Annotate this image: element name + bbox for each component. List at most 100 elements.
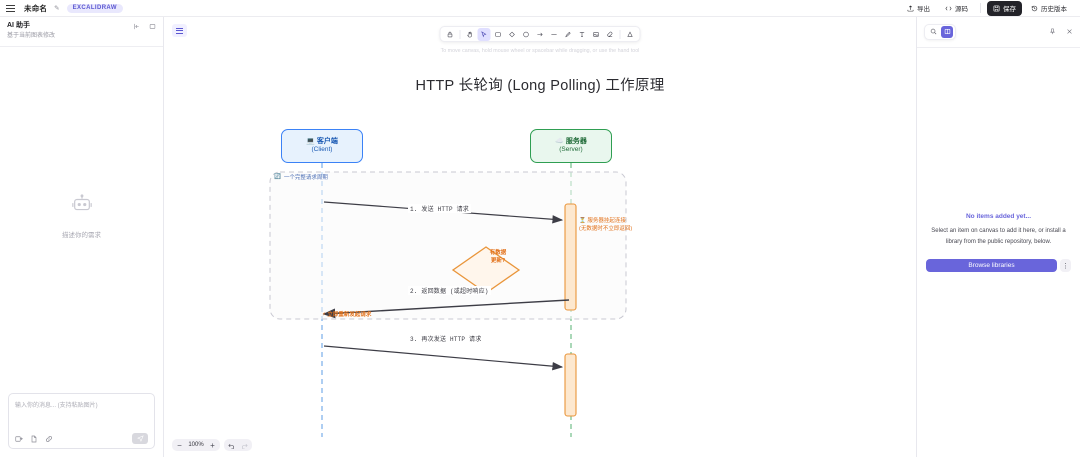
server-activation-2 bbox=[564, 353, 577, 417]
save-label: 保存 bbox=[1003, 6, 1016, 13]
library-header-toggle-group bbox=[924, 23, 956, 40]
message-label-2: 2. 返回数据 (或超时响应) bbox=[408, 286, 491, 295]
pencil-icon[interactable]: ✎ bbox=[54, 5, 60, 12]
client-name: 客户端 bbox=[316, 137, 338, 145]
file-icon[interactable] bbox=[30, 435, 38, 443]
close-icon[interactable] bbox=[1066, 28, 1073, 35]
link-icon[interactable] bbox=[45, 435, 53, 443]
export-icon bbox=[907, 5, 914, 11]
canvas-hint: To move canvas, hold mouse wheel or spac… bbox=[440, 48, 640, 54]
library-empty-state: No items added yet... Select an item on … bbox=[926, 213, 1071, 272]
decision-diamond bbox=[451, 246, 521, 294]
zoom-level[interactable]: 100% bbox=[188, 442, 204, 448]
ai-panel-subtitle: 基于当前图表修改 bbox=[7, 32, 56, 39]
canvas-area[interactable]: To move canvas, hold mouse wheel or spac… bbox=[164, 17, 916, 457]
eraser-icon[interactable] bbox=[604, 28, 617, 41]
pin-icon[interactable] bbox=[1049, 28, 1056, 35]
panel-expand-icon[interactable] bbox=[149, 23, 156, 30]
selection-icon[interactable] bbox=[477, 27, 491, 41]
ai-panel-title: AI 助手 bbox=[7, 22, 30, 29]
request-cycle-text: 一个完整请求周期 bbox=[283, 175, 328, 181]
lock-icon[interactable] bbox=[444, 28, 457, 41]
message-label-3: 3. 再次发送 HTTP 请求 bbox=[408, 334, 484, 343]
search-icon[interactable] bbox=[927, 26, 939, 38]
draw-icon[interactable] bbox=[562, 28, 575, 41]
request-cycle-group bbox=[269, 171, 627, 320]
library-more-button[interactable]: ⋮ bbox=[1060, 259, 1071, 272]
ai-message-input[interactable]: 输入你的消息... (支持粘贴图片) bbox=[15, 403, 98, 409]
diagram-svg bbox=[269, 163, 627, 437]
sequence-diagram: HTTP 长轮询 (Long Polling) 工作原理 💻 客户端 (Clie… bbox=[164, 17, 916, 457]
export-button[interactable]: 导出 bbox=[901, 1, 936, 16]
computer-icon: 💻 bbox=[306, 137, 315, 145]
diagram-title: HTTP 长轮询 (Long Polling) 工作原理 bbox=[415, 78, 665, 94]
history-button[interactable]: 历史版本 bbox=[1025, 1, 1073, 16]
browse-libraries-button[interactable]: Browse libraries bbox=[926, 259, 1057, 272]
decision-label-line1: 有数据 bbox=[489, 250, 507, 256]
message-arrow-2 bbox=[322, 299, 570, 319]
library-panel: No items added yet... Select an item on … bbox=[916, 17, 1080, 457]
brand-badge: EXCALIDRAW bbox=[66, 3, 123, 13]
ai-assistant-panel: AI 助手 基于当前图表修改 bbox=[0, 17, 164, 457]
save-icon bbox=[993, 5, 1000, 11]
robot-icon bbox=[71, 194, 93, 221]
image-icon[interactable] bbox=[590, 28, 603, 41]
server-activation-1 bbox=[564, 203, 577, 311]
zoom-in-button[interactable]: + bbox=[210, 440, 215, 450]
ellipse-icon[interactable] bbox=[520, 28, 533, 41]
line-icon[interactable] bbox=[548, 28, 561, 41]
toolbar-divider bbox=[980, 3, 981, 13]
send-button[interactable] bbox=[132, 433, 148, 444]
zoom-out-button[interactable]: − bbox=[177, 440, 182, 450]
ai-panel-header-text: AI 助手 基于当前图表修改 bbox=[7, 21, 133, 41]
arrow-icon[interactable] bbox=[534, 28, 547, 41]
tool-divider-2 bbox=[619, 29, 621, 39]
cloud-icon: ☁️ bbox=[555, 137, 564, 145]
client-node-sub: (Client) bbox=[311, 146, 333, 154]
text-icon[interactable] bbox=[576, 28, 589, 41]
undo-icon[interactable] bbox=[226, 440, 237, 451]
ai-empty-text: 描述你的需求 bbox=[62, 232, 101, 240]
panel-collapse-icon[interactable] bbox=[133, 23, 140, 30]
top-bar-right: 导出 源码 保存 历史版本 bbox=[901, 0, 1080, 16]
diamond-icon[interactable] bbox=[506, 28, 519, 41]
ai-panel-empty-state: 描述你的需求 bbox=[0, 47, 163, 387]
server-node-sub: (Server) bbox=[559, 146, 583, 154]
redo-icon[interactable] bbox=[239, 440, 250, 451]
server-hold-note: ⏳ 服务器挂起连接 (无数据时不立即返回) bbox=[579, 217, 632, 234]
ai-panel-header-icons bbox=[133, 21, 156, 30]
drawing-toolbar bbox=[439, 26, 641, 42]
client-node[interactable]: 💻 客户端 (Client) bbox=[281, 129, 363, 163]
library-header-actions bbox=[1049, 28, 1073, 35]
add-image-icon[interactable] bbox=[15, 435, 23, 443]
server-name: 服务器 bbox=[565, 137, 587, 145]
decision-label: 有数据 更新? bbox=[463, 250, 533, 266]
decision-label-line2: 更新? bbox=[490, 257, 506, 264]
server-node[interactable]: ☁️ 服务器 (Server) bbox=[530, 129, 612, 163]
library-icon[interactable] bbox=[941, 25, 953, 38]
document-title[interactable]: 未命名 bbox=[24, 3, 48, 13]
source-button[interactable]: 源码 bbox=[939, 1, 974, 16]
tool-divider bbox=[459, 29, 461, 39]
canvas-menu-icon[interactable] bbox=[172, 24, 187, 37]
refresh-icon: 🔄 bbox=[274, 174, 281, 180]
undo-redo-group bbox=[224, 439, 252, 451]
save-button[interactable]: 保存 bbox=[987, 0, 1022, 16]
message-label-1: 1. 发送 HTTP 请求 bbox=[408, 204, 472, 213]
ai-panel-header: AI 助手 基于当前图表修改 bbox=[0, 17, 163, 47]
retry-note: ⚡ 立即重新发起请求 bbox=[322, 312, 372, 318]
ai-input-box[interactable]: 输入你的消息... (支持粘贴图片) bbox=[8, 393, 155, 449]
request-cycle-label: 🔄 一个完整请求周期 bbox=[274, 173, 328, 181]
zoom-group: − 100% + bbox=[172, 439, 220, 451]
library-header bbox=[924, 23, 1073, 40]
source-label: 源码 bbox=[955, 6, 968, 13]
frame-icon[interactable] bbox=[624, 28, 637, 41]
history-label: 历史版本 bbox=[1041, 6, 1067, 13]
client-node-label: 💻 客户端 bbox=[306, 137, 338, 146]
message-arrow-3 bbox=[323, 345, 564, 371]
library-empty-title: No items added yet... bbox=[965, 213, 1032, 220]
rectangle-icon[interactable] bbox=[492, 28, 505, 41]
hamburger-icon[interactable] bbox=[6, 3, 17, 14]
hand-icon[interactable] bbox=[464, 28, 477, 41]
library-actions: Browse libraries ⋮ bbox=[926, 259, 1071, 272]
